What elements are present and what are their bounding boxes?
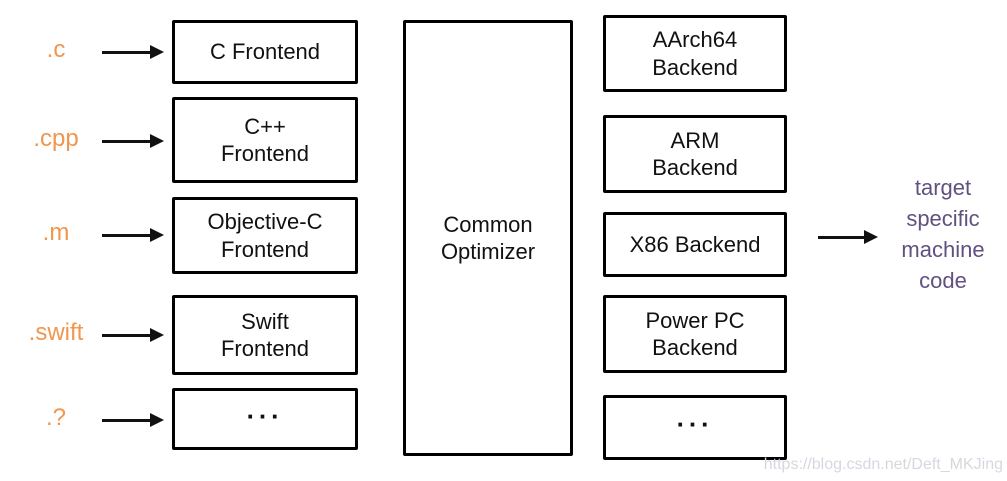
backend-box-aarch64-label: AArch64 Backend [652,27,738,80]
input-label-other: .? [45,404,66,431]
arrow-head [150,134,164,148]
backend-box-powerpc-label: Power PC Backend [645,307,745,361]
arrow-backend-to-output-icon [818,230,878,244]
arrow-cpp-to-frontend-icon [102,134,164,148]
arrow-m-to-frontend-icon [102,228,164,242]
backend-box-arm-label: ARM Backend [652,127,738,181]
frontend-box-cpp-label: C++ Frontend [220,113,310,167]
arrow-head [150,328,164,342]
arrow-c-to-frontend-icon [102,45,164,59]
backend-box-arm: ARM Backend [603,115,787,193]
arrow-shaft [102,50,150,54]
frontend-box-swift-label: Swift Frontend [220,308,310,362]
arrow-shaft [102,418,150,422]
arrow-head [864,230,878,244]
arrow-head [150,413,164,427]
arrow-shaft [818,235,864,239]
frontend-box-objective-c-label: Objective-C Frontend [207,209,323,262]
optimizer-box: Common Optimizer [403,20,573,456]
input-label-swift: .swift [28,319,84,346]
arrow-shaft [102,233,150,237]
backend-box-powerpc: Power PC Backend [603,295,787,373]
backend-box-aarch64: AArch64 Backend [603,15,787,92]
frontend-box-c-label: C Frontend [209,39,321,65]
input-label-m: .m [42,219,70,246]
frontend-box-c: C Frontend [172,20,358,84]
arrow-shaft [102,333,150,337]
backend-box-x86: X86 Backend [603,212,787,277]
watermark-url: https://blog.csdn.net/Deft_MKJing [763,456,1003,473]
backend-box-ellipsis-label: ... [676,402,714,433]
arrow-head [150,45,164,59]
arrow-head [150,228,164,242]
optimizer-box-label: Common Optimizer [440,211,536,265]
output-description: target specific machine code [901,175,985,293]
backend-box-ellipsis: ... [603,395,787,460]
input-label-c: .c [46,36,66,63]
arrow-other-to-frontend-icon [102,413,164,427]
frontend-box-ellipsis-label: ... [246,394,284,424]
backend-box-x86-label: X86 Backend [629,231,761,257]
arrow-swift-to-frontend-icon [102,328,164,342]
frontend-box-cpp: C++ Frontend [172,97,358,183]
frontend-box-swift: Swift Frontend [172,295,358,375]
arrow-shaft [102,139,150,143]
frontend-box-objective-c: Objective-C Frontend [172,197,358,274]
input-label-cpp: .cpp [33,125,79,152]
frontend-box-ellipsis: ... [172,388,358,450]
